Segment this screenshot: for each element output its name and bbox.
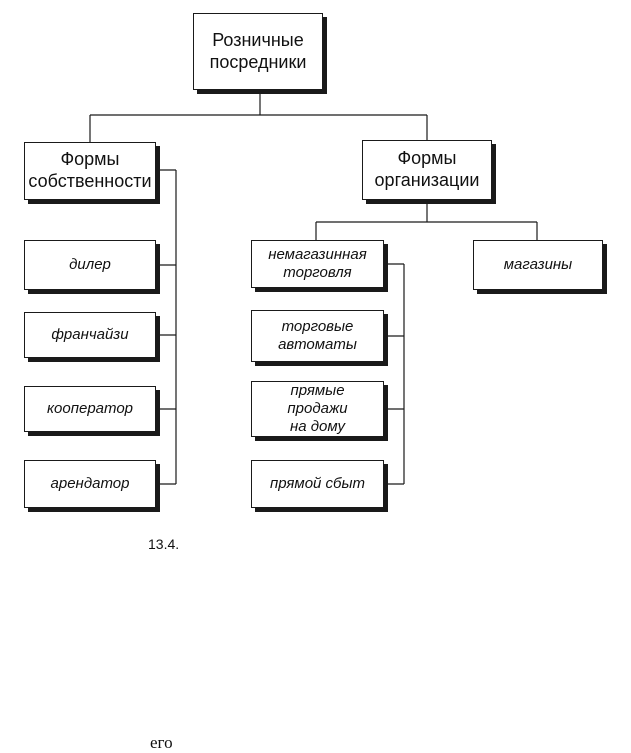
root-box: Розничные посредники [193, 13, 323, 90]
ownership-item-label: кооператор [47, 400, 133, 418]
ownership-forms-box: Формы собственности [24, 142, 156, 200]
stores-label: магазины [504, 256, 572, 274]
root-label: Розничные посредники [210, 30, 307, 74]
non-store-trade-box: немагазинная торговля [251, 240, 384, 288]
direct-sales-box: прямой сбыт [251, 460, 384, 508]
ownership-item-label: дилер [69, 256, 111, 274]
non-store-subitem-label: торговые автоматы [278, 318, 357, 355]
footer-text: его [150, 733, 173, 753]
non-store-subitem-label: прямые продажи на дому [287, 382, 347, 437]
ownership-item-tenant: арендатор [24, 460, 156, 508]
figure-caption: 13.4. [148, 536, 179, 552]
organization-forms-label: Формы организации [375, 148, 480, 192]
ownership-forms-label: Формы собственности [28, 149, 151, 193]
vending-machines-box: торговые автоматы [251, 310, 384, 362]
ownership-item-label: арендатор [51, 475, 130, 493]
organization-forms-box: Формы организации [362, 140, 492, 200]
ownership-item-dealer: дилер [24, 240, 156, 290]
non-store-trade-label: немагазинная торговля [268, 246, 366, 283]
non-store-subitem-label: прямой сбыт [270, 475, 365, 493]
ownership-item-label: франчайзи [51, 326, 128, 344]
stores-box: магазины [473, 240, 603, 290]
ownership-item-cooperative: кооператор [24, 386, 156, 432]
direct-home-sales-box: прямые продажи на дому [251, 381, 384, 437]
ownership-item-franchisee: франчайзи [24, 312, 156, 358]
